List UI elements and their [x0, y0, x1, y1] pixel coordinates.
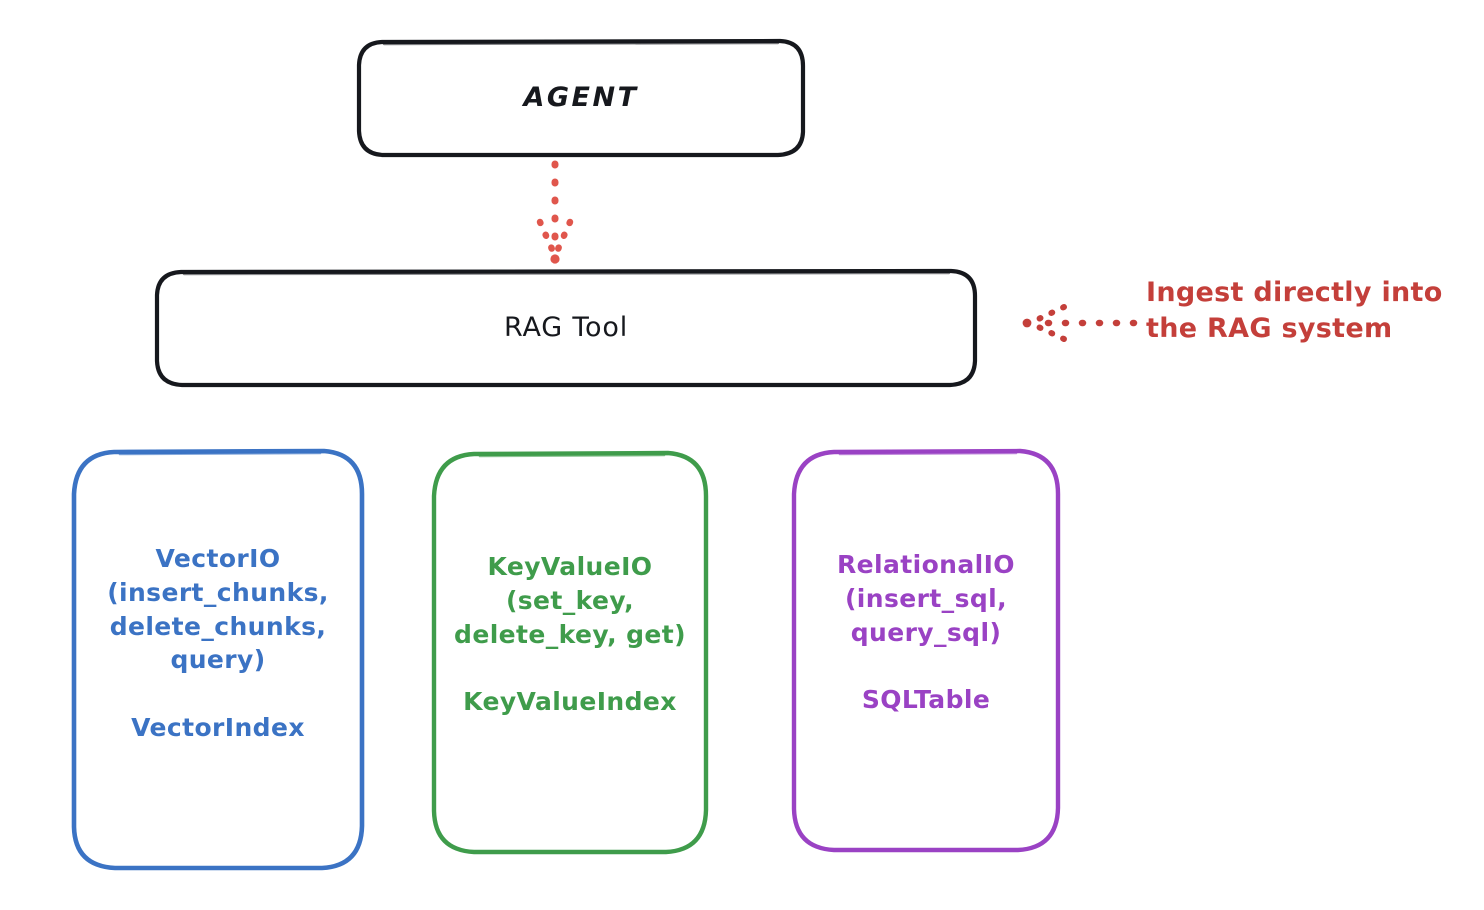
connector-agent-to-rag-tool: [536, 160, 574, 264]
arrow-head: [536, 218, 574, 260]
node-rag-tool-label: RAG Tool: [503, 311, 628, 343]
node-key-value-io-api-label: KeyValueIO (set_key, delete_key, get): [454, 552, 686, 649]
key-value-io-box-outline: [431, 450, 709, 855]
annotation-ingest-note: Ingest directly into the RAG system: [1146, 277, 1443, 344]
node-vector-io[interactable]: VectorIO (insert_chunks, delete_chunks, …: [70, 448, 366, 872]
node-key-value-io[interactable]: KeyValueIO (set_key, delete_key, get) Ke…: [430, 450, 710, 856]
node-relational-io-api-label: RelationalIO (insert_sql, query_sql): [837, 550, 1015, 647]
node-relational-io-index-label: SQLTable: [861, 685, 991, 715]
node-agent[interactable]: AGENT: [356, 38, 806, 158]
node-vector-io-index-label: VectorIndex: [131, 713, 305, 742]
arrow-tip: [550, 254, 560, 264]
arrow-tip: [1022, 318, 1032, 328]
relational-io-box-outline: [791, 448, 1061, 853]
node-rag-tool[interactable]: RAG Tool: [154, 268, 978, 388]
connector-ingest-to-rag-tool: [1022, 304, 1138, 342]
node-relational-io[interactable]: RelationalIO (insert_sql, query_sql) SQL…: [790, 448, 1062, 854]
node-agent-label: AGENT: [523, 81, 639, 113]
node-vector-io-api-label: VectorIO (insert_chunks, delete_chunks, …: [107, 544, 329, 675]
node-key-value-io-index-label: KeyValueIndex: [463, 687, 677, 717]
